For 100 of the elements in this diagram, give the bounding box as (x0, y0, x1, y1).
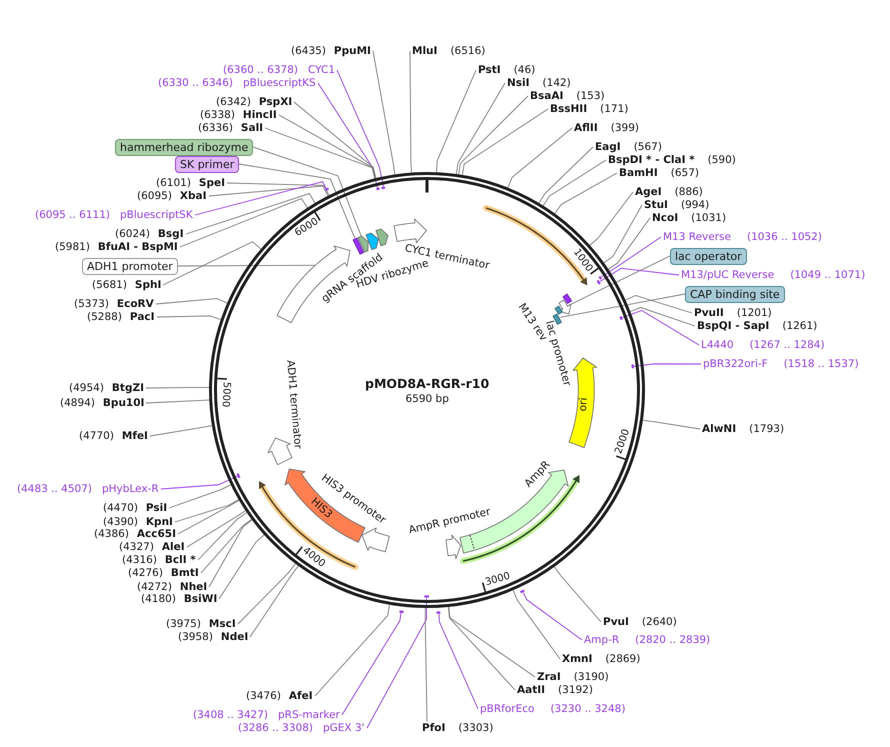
primer-label: pBRforEco (3230 .. 3248) (480, 702, 626, 716)
leader-line (448, 606, 536, 678)
restriction-site-label: BamHI (657) (619, 166, 699, 180)
primer-site-mark (324, 187, 330, 192)
primer-site-mark (630, 363, 634, 370)
leader-line (336, 70, 384, 187)
restriction-site-label: NcoI (1031) (652, 212, 726, 224)
leader-line (146, 387, 210, 388)
leader-line (600, 268, 680, 282)
restriction-site-label: (6435) PpuMI (291, 44, 371, 58)
leader-line (150, 425, 212, 436)
primer-site-mark (380, 186, 387, 190)
feature-bar (554, 305, 564, 316)
leader-line (366, 598, 428, 728)
restriction-site-label: (4470) PsiI (103, 502, 168, 514)
leader-line (522, 592, 582, 640)
restriction-site-label: (4316) BclI * (122, 554, 196, 566)
leader-line (186, 193, 316, 234)
leader-line (512, 590, 560, 660)
leader-line (560, 294, 686, 318)
leader-line (226, 182, 330, 196)
leader-line (590, 192, 634, 246)
leader-line (178, 264, 316, 266)
leader-line (294, 102, 376, 179)
leader-line (538, 146, 594, 204)
leader-line (604, 204, 642, 264)
restriction-site-label: (6024) BsgI (115, 228, 184, 240)
restriction-site-label: NsiI (142) (507, 76, 571, 90)
tick-label: 2000 (612, 428, 633, 456)
restriction-site-label: ZraI (3190) (537, 670, 609, 684)
restriction-site-label: (6338) HincII (200, 108, 277, 122)
feature-callout: CAP binding site (685, 286, 785, 302)
restriction-site-label: MluI (6516) (412, 44, 486, 58)
leader-line (438, 613, 478, 710)
primer-site-mark (619, 315, 624, 322)
leader-line (462, 108, 548, 176)
leader-line (458, 96, 528, 175)
primer-site-mark (374, 187, 381, 191)
restriction-site-label: PfoI (3303) (422, 722, 494, 734)
leader-line (238, 164, 356, 239)
restriction-site-label: AflII (399) (574, 122, 639, 134)
primer-label: (6095 .. 6111) pBluescriptSK (35, 208, 193, 222)
primer-label: (6360 .. 6378) CYC1 (223, 64, 335, 76)
leader-line (198, 512, 248, 560)
restriction-site-label: (5981) BfuAI - BspMI (55, 240, 178, 254)
leader-line (208, 520, 252, 588)
feature-callout: hammerhead ribozyme (115, 138, 254, 156)
restriction-site-label: PstI (46) (478, 64, 536, 76)
primer-label: (3408 .. 3427) pRS-marker (193, 708, 340, 722)
restriction-site-label: BspDI * - ClaI * (590) (608, 154, 736, 166)
restriction-site-label: (5373) EcoRV (74, 298, 154, 310)
leader-line (372, 50, 396, 175)
feature-symbol (356, 235, 369, 254)
primer-label: (4483 .. 4507) pHybLex-R (17, 482, 159, 496)
leader-line (186, 510, 246, 548)
feature-callout: ADH1 promoter (82, 258, 178, 274)
restriction-site-label: (4276) BmtI (128, 566, 199, 580)
leader-line (342, 612, 402, 716)
leader-line (238, 563, 296, 624)
leader-line (174, 499, 239, 522)
leader-line (314, 604, 390, 696)
leader-line (250, 565, 299, 638)
primer-site-mark (398, 610, 405, 614)
restriction-site-label: AlwNI (1793) (702, 422, 784, 436)
primer-label: M13 Reverse (1036 .. 1052) (663, 230, 822, 244)
leader-line (178, 500, 240, 534)
leader-line (278, 114, 376, 179)
restriction-site-label: (3958) NdeI (178, 630, 248, 644)
leader-line (601, 236, 662, 278)
leader-line (218, 534, 265, 600)
restriction-site-label: (5288) PacI (87, 310, 155, 324)
tick-label: 5000 (218, 381, 232, 408)
leader-line (264, 128, 376, 179)
primer-site-mark (435, 611, 442, 614)
primer-site-mark (596, 278, 602, 286)
feature-label: ori (576, 396, 591, 412)
restriction-site-label: XmnI (2869) (562, 652, 640, 666)
feature-callout: lac operator (670, 248, 747, 264)
primer-site-mark (598, 274, 604, 280)
restriction-site-label: (6336) SalI (198, 122, 264, 134)
leader-line (554, 172, 618, 214)
leader-line (542, 160, 606, 206)
leader-line (146, 400, 210, 404)
restriction-site-label: (4390) KpnI (103, 516, 173, 528)
restriction-site-label: (3975) MscI (166, 618, 236, 630)
leader-line (410, 50, 412, 173)
restriction-site-label: (6342) PspXI (216, 96, 292, 108)
restriction-site-label: EagI (567) (595, 140, 662, 154)
restriction-site-label: BssHII (171) (550, 102, 628, 116)
feature-label: ADH1 terminator (282, 360, 304, 450)
restriction-site-label: (4180) BsiWI (141, 592, 218, 606)
leader-line (252, 146, 362, 236)
leader-line (508, 128, 572, 188)
restriction-site-label: (4272) NheI (137, 580, 208, 594)
restriction-site-label: BsaAI (153) (530, 90, 605, 102)
leader-line (168, 484, 232, 508)
leader-line (160, 476, 238, 490)
restriction-site-label: AatII (3192) (517, 684, 593, 696)
leader-line (424, 608, 428, 722)
restriction-site-label: PvuII (1201) (694, 306, 772, 320)
